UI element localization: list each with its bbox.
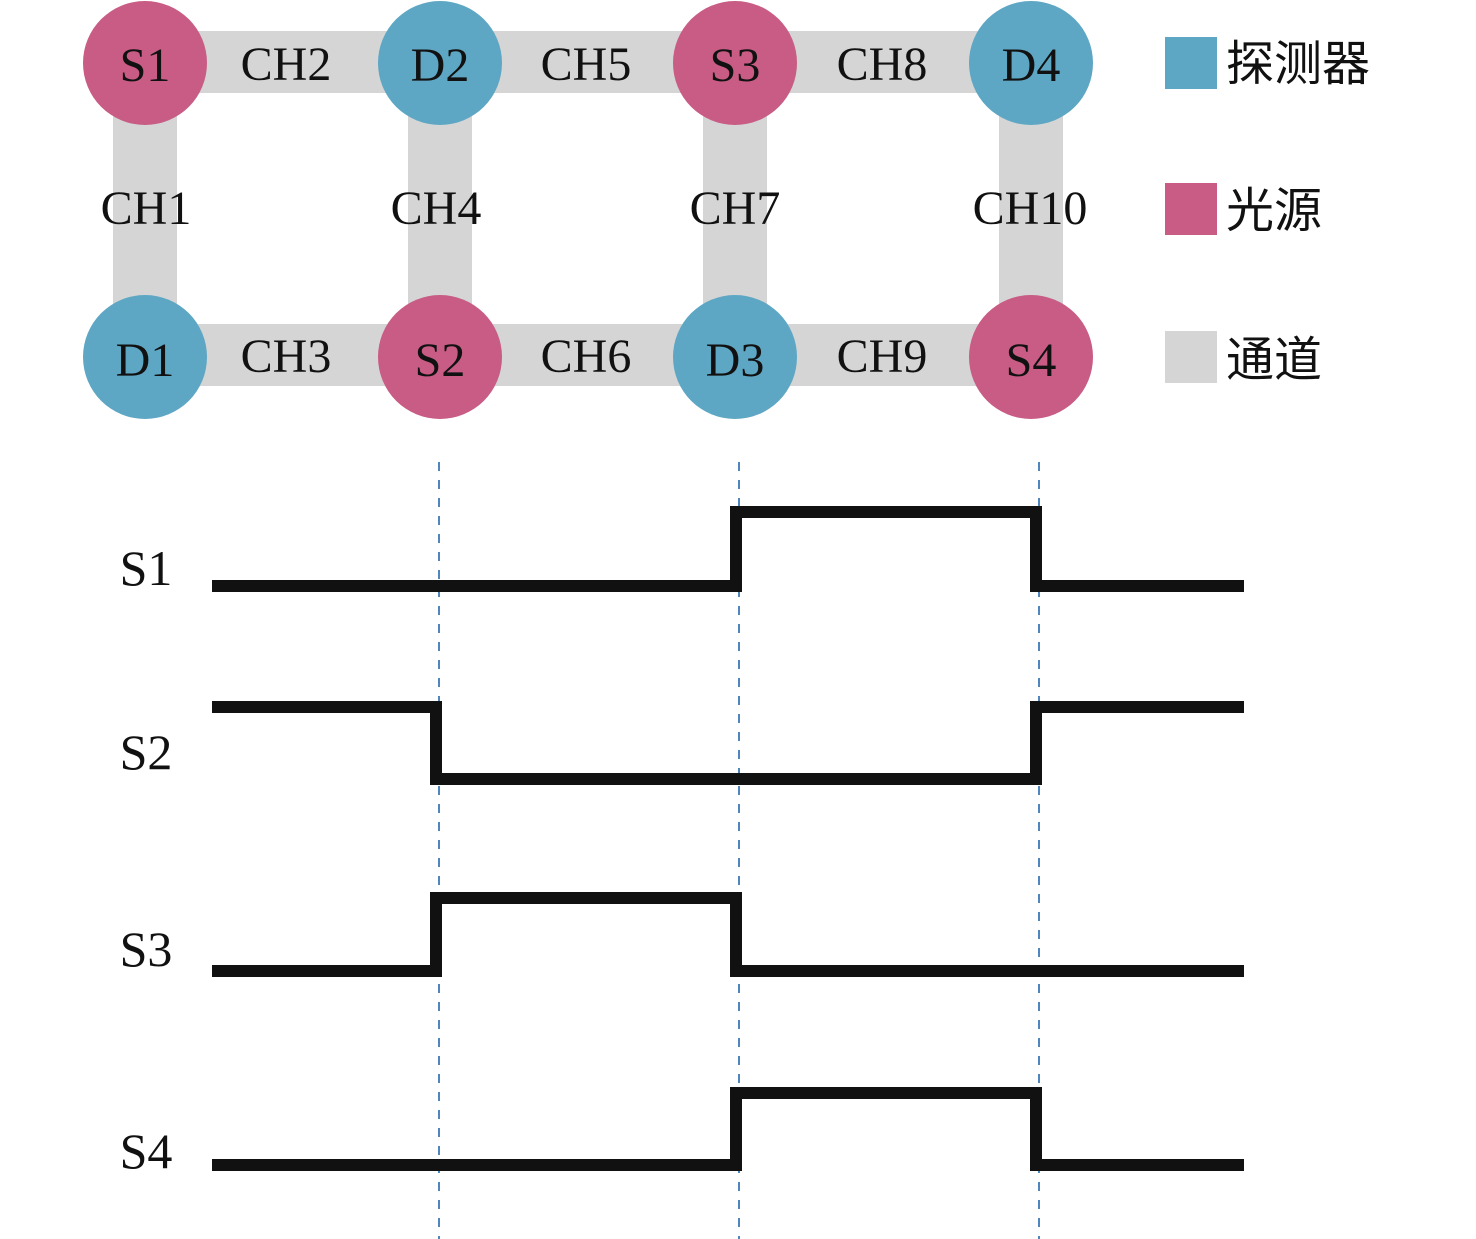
signal-label-s1: S1 [120,540,173,596]
node-label-s4: S4 [1006,334,1057,387]
node-label-d1: D1 [116,334,175,387]
channel-label-ch2: CH2 [241,38,332,91]
channel-label-ch6: CH6 [541,330,632,383]
detector-node-d3 [673,295,797,419]
waveform-s4 [212,1087,1244,1171]
channel-label-ch1: CH1 [101,182,192,235]
legend-label-channel: 通道 [1226,332,1322,388]
channel-label-ch4: CH4 [391,182,482,235]
channel-label-ch9: CH9 [837,330,928,383]
source-node-s4 [969,295,1093,419]
channel-label-ch3: CH3 [241,330,332,383]
legend-label-source: 光源 [1226,183,1322,239]
channel-label-ch8: CH8 [837,38,928,91]
node-label-d3: D3 [706,334,765,387]
signal-label-s4: S4 [120,1123,173,1179]
legend-label-detector: 探测器 [1226,36,1370,92]
source-node-s1 [83,1,207,125]
node-label-d4: D4 [1002,39,1061,92]
signal-label-s2: S2 [120,724,173,780]
nodes: S1 D2 S3 D4 D1 S2 D3 S4 [83,1,1093,419]
node-label-s3: S3 [710,39,761,92]
legend: 探测器 光源 通道 [1165,36,1370,388]
waveform-s2 [212,701,1244,785]
legend-swatch-detector [1165,37,1217,89]
legend-swatch-source [1165,183,1217,235]
waveform-s1 [212,506,1244,592]
source-node-s2 [378,295,502,419]
channel-label-ch10: CH10 [973,182,1088,235]
channel-label-ch7: CH7 [690,182,781,235]
node-label-s2: S2 [415,334,466,387]
legend-swatch-channel [1165,331,1217,383]
node-label-s1: S1 [120,39,171,92]
detector-node-d1 [83,295,207,419]
channel-labels: CH2 CH5 CH8 CH1 CH4 CH7 CH10 CH3 CH6 CH9 [101,38,1088,383]
waveform-s3 [212,892,1244,977]
signal-label-s3: S3 [120,921,173,977]
source-node-s3 [673,1,797,125]
detector-node-d4 [969,1,1093,125]
detector-node-d2 [378,1,502,125]
node-label-d2: D2 [411,39,470,92]
channel-label-ch5: CH5 [541,38,632,91]
signal-waveforms [212,506,1244,1171]
